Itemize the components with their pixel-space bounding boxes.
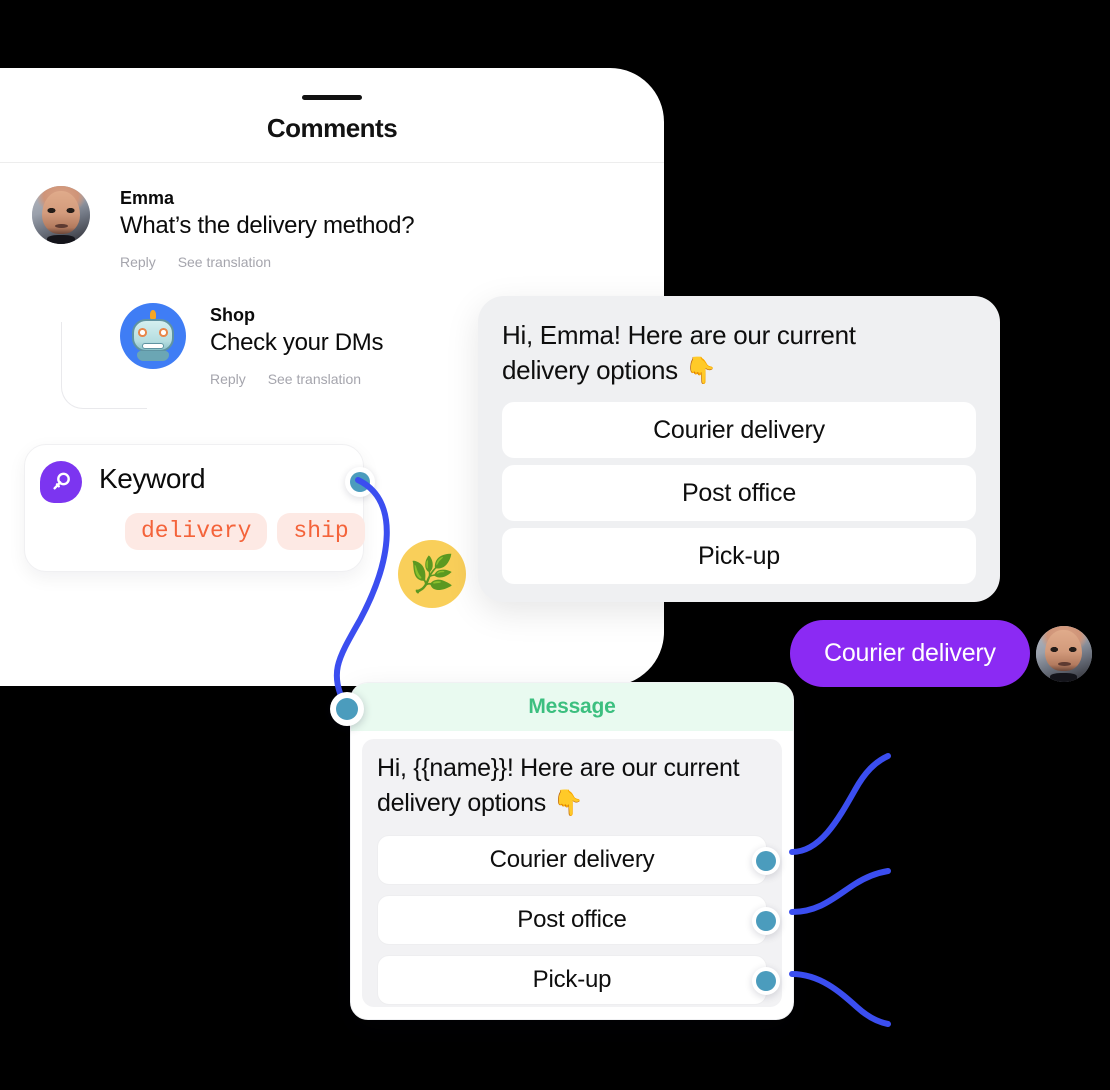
see-translation-button[interactable]: See translation	[267, 371, 362, 387]
comment-text: Check your DMs	[210, 329, 384, 356]
message-option-label: Pick-up	[532, 966, 612, 993]
connector-option-1	[789, 753, 891, 855]
page-title: Comments	[266, 113, 398, 143]
comment-author: Emma	[120, 188, 175, 208]
keyword-tag-list: delivery ship	[125, 513, 365, 550]
comment-actions: Reply See translation	[120, 254, 289, 270]
message-template-text[interactable]: Hi, {{name}}! Here are our current deliv…	[377, 754, 740, 817]
avatar-neck	[47, 234, 75, 244]
message-option-port[interactable]	[752, 967, 780, 995]
reply-button[interactable]: Reply	[210, 371, 246, 387]
message-option-row[interactable]: Courier delivery	[377, 835, 780, 885]
keyword-tag[interactable]: delivery	[125, 513, 268, 550]
chat-bubble-option-list: Courier delivery Post office Pick-up	[502, 402, 976, 591]
message-card-header: Message	[351, 683, 793, 731]
keyword-tag[interactable]: ship	[277, 513, 365, 550]
robot-body	[137, 350, 169, 362]
avatar-neck	[1050, 672, 1078, 682]
message-option-port[interactable]	[752, 907, 780, 935]
connector-option-2	[789, 868, 891, 915]
message-node-card[interactable]: Message Hi, {{name}}! Here are our curre…	[350, 682, 794, 1020]
sheet-drag-handle[interactable]	[302, 95, 362, 100]
comment-text: What’s the delivery method?	[120, 212, 415, 239]
keyword-trigger-card[interactable]: Keyword delivery ship	[24, 444, 375, 572]
keyword-card-title: Keyword	[99, 463, 206, 494]
reply-button[interactable]: Reply	[120, 254, 156, 270]
connector-option-3	[789, 971, 891, 1027]
message-card-body: Hi, {{name}}! Here are our current deliv…	[362, 739, 782, 1007]
keyword-bubble-icon	[40, 461, 82, 503]
avatar[interactable]	[1035, 625, 1092, 682]
message-input-port[interactable]	[330, 692, 364, 726]
comment-actions: Reply See translation	[210, 371, 379, 387]
robot-mouth	[142, 342, 164, 349]
herb-emoji-badge: 🌿	[398, 540, 466, 608]
chat-option-button[interactable]: Pick-up	[502, 528, 976, 584]
chat-option-button[interactable]: Post office	[502, 465, 976, 521]
message-option-row[interactable]: Pick-up	[377, 955, 780, 1005]
chat-option-button[interactable]: Courier delivery	[502, 402, 976, 458]
message-option-label: Courier delivery	[489, 846, 655, 873]
emma-avatar-face	[1035, 625, 1092, 682]
robot-eye-right	[158, 328, 168, 337]
robot-icon	[120, 303, 186, 369]
robot-antenna	[150, 309, 156, 319]
user-reply-pill[interactable]: Courier delivery	[790, 620, 1030, 687]
avatar-mouth	[55, 224, 68, 229]
chat-bubble-preview: Hi, Emma! Here are our current delivery …	[478, 296, 1000, 602]
comment-author: Shop	[210, 305, 255, 325]
user-reply-row: Courier delivery	[790, 620, 1092, 687]
message-option-list: Courier delivery Post office Pick-up	[377, 835, 780, 1015]
emma-avatar-face	[32, 186, 90, 244]
message-option-port[interactable]	[752, 847, 780, 875]
message-option-label: Post office	[517, 906, 627, 933]
avatar[interactable]	[120, 303, 186, 369]
chat-bubble-text: Hi, Emma! Here are our current delivery …	[502, 320, 856, 386]
see-translation-button[interactable]: See translation	[177, 254, 272, 270]
avatar[interactable]	[32, 186, 90, 244]
message-option-row[interactable]: Post office	[377, 895, 780, 945]
thread-connector-line	[61, 322, 147, 409]
robot-eye-left	[138, 328, 148, 337]
header-divider	[0, 162, 664, 163]
keyword-output-port[interactable]	[345, 467, 375, 497]
comments-sheet: Comments Emma What’s the delivery method…	[0, 68, 664, 686]
avatar-mouth	[1058, 662, 1071, 667]
